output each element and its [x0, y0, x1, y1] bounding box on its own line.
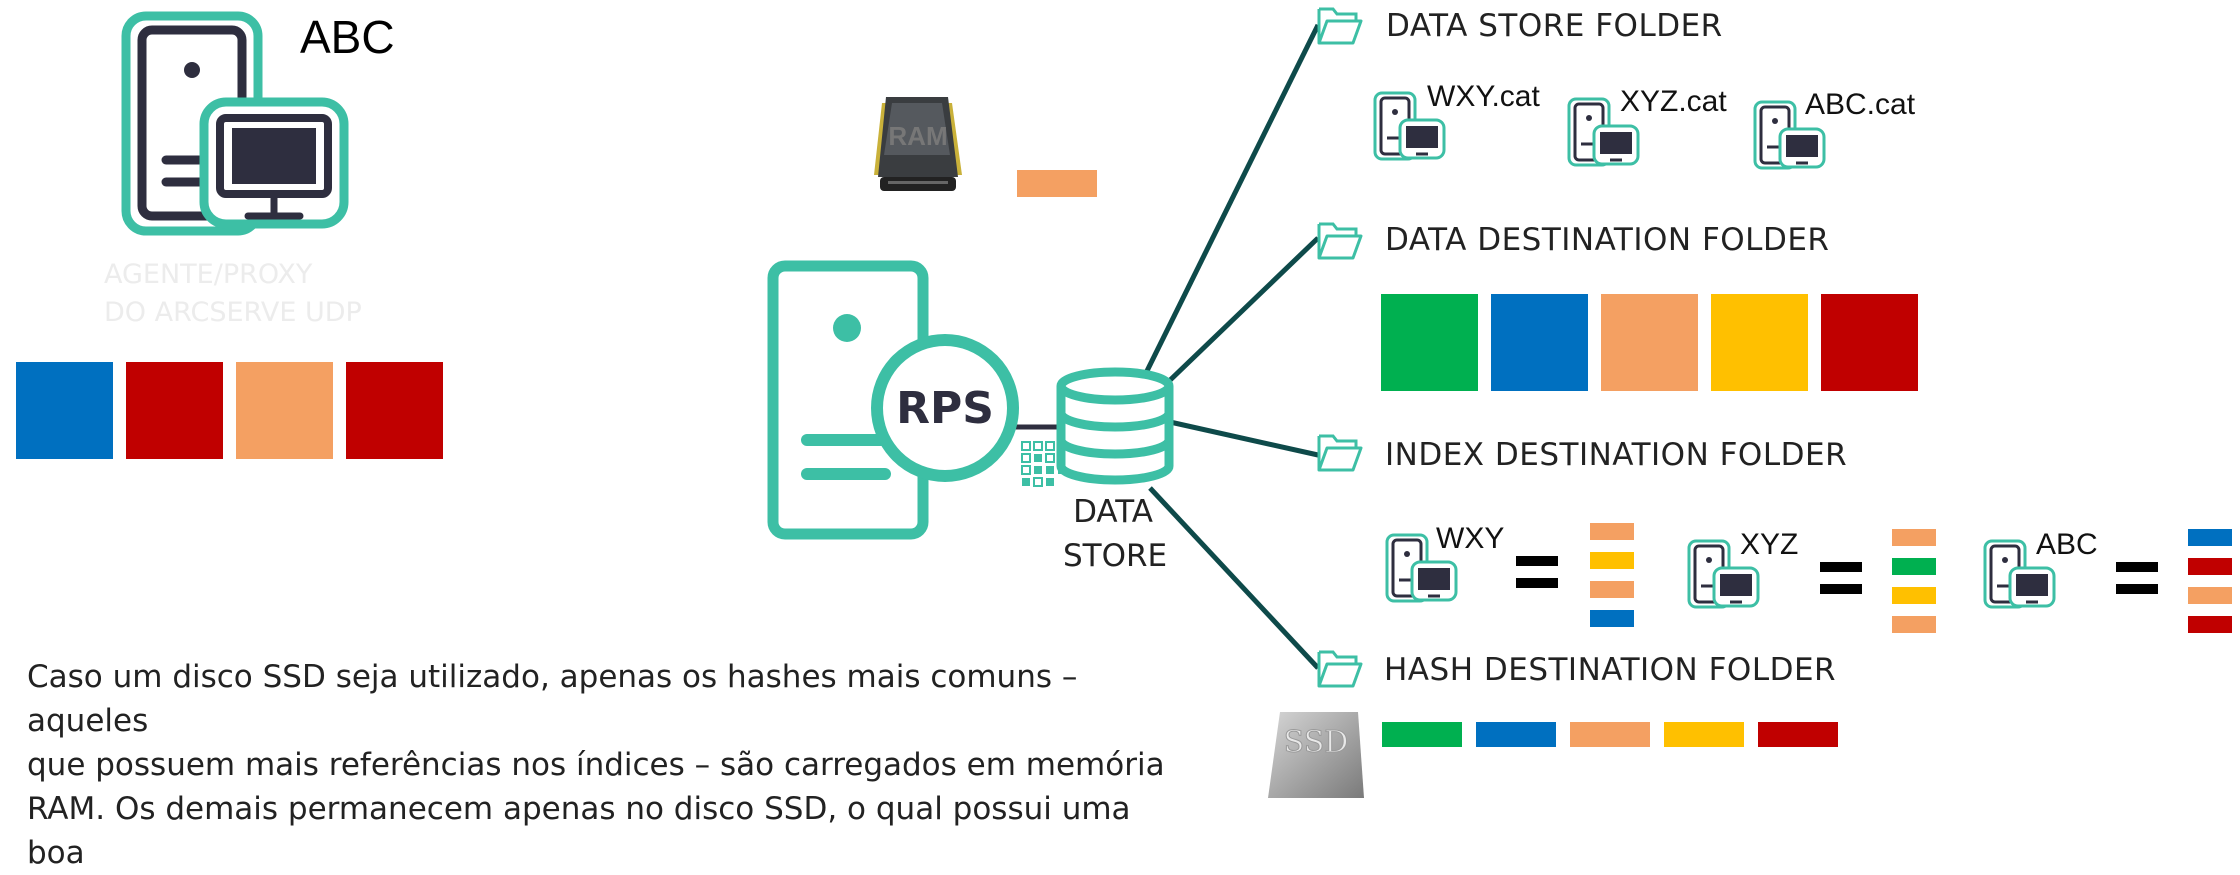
description-line: Caso um disco SSD seja utilizado, apenas… — [27, 659, 1078, 739]
index-hash-block — [1590, 610, 1634, 627]
data-store-database-icon — [1055, 367, 1175, 488]
folder-icon — [1316, 218, 1364, 266]
folder-icon — [1316, 3, 1364, 51]
index-entry-name: WXY — [1436, 522, 1505, 555]
index-hash-block — [1892, 558, 1936, 575]
client-data-block — [236, 362, 333, 459]
line-to-data-store-folder — [1142, 23, 1321, 377]
data-destination-folder-label: DATA DESTINATION FOLDER — [1385, 222, 1830, 258]
hash-destination-block — [1382, 722, 1462, 747]
index-hash-block — [1590, 552, 1634, 569]
client-data-block — [126, 362, 223, 459]
data-destination-block — [1491, 294, 1588, 391]
data-store-label-line2: STORE — [1063, 538, 1168, 574]
index-hash-block — [1590, 581, 1634, 598]
description-line: que possuem mais referências nos índices… — [27, 747, 1165, 783]
client-name: ABC — [300, 11, 395, 63]
index-hash-block — [2188, 587, 2232, 604]
hash-destination-folder-label: HASH DESTINATION FOLDER — [1384, 652, 1837, 688]
client-data-block — [16, 362, 113, 459]
index-hash-block — [1892, 616, 1936, 633]
index-machine-icon — [1982, 538, 2057, 616]
hash-destination-block — [1664, 722, 1744, 747]
hash-destination-block — [1570, 722, 1650, 747]
folder-icon — [1316, 430, 1364, 478]
index-destination-folder-label: INDEX DESTINATION FOLDER — [1385, 437, 1848, 473]
catalog-file-name: ABC.cat — [1805, 88, 1916, 121]
equals-sign — [1820, 562, 1862, 596]
data-store-folder-label: DATA STORE FOLDER — [1386, 8, 1723, 44]
equals-sign — [1516, 556, 1558, 590]
data-store-label: DATA STORE — [1063, 490, 1168, 578]
index-hash-block — [1590, 523, 1634, 540]
data-destination-block — [1711, 294, 1808, 391]
rps-server-icon: RPS — [765, 258, 1025, 543]
data-destination-block — [1821, 294, 1918, 391]
equals-sign — [2116, 562, 2158, 596]
catalog-file-name: WXY.cat — [1427, 80, 1540, 113]
catalog-file-icon — [1372, 90, 1447, 168]
ssd-drive-icon: SSD — [1262, 710, 1367, 798]
ram-chip-icon: RAM — [870, 95, 965, 195]
index-machine-icon — [1686, 538, 1761, 616]
catalog-file-icon — [1752, 99, 1827, 177]
line-to-hash-destination-folder — [1148, 486, 1320, 670]
client-caption-line2: DO ARCSERVE UDP — [104, 297, 362, 328]
rps-label: RPS — [896, 383, 994, 434]
index-entry-name: XYZ — [1740, 528, 1799, 561]
description-line: RAM. Os demais permanecem apenas no disc… — [27, 791, 1131, 871]
data-destination-block — [1601, 294, 1698, 391]
folder-icon — [1316, 646, 1364, 694]
index-entry-name: ABC — [2036, 528, 2098, 561]
client-agent-icon — [120, 10, 360, 240]
client-data-block — [346, 362, 443, 459]
ram-hash-block — [1017, 170, 1097, 197]
description-paragraph: Caso um disco SSD seja utilizado, apenas… — [27, 655, 1177, 875]
index-machine-icon — [1384, 532, 1459, 610]
catalog-file-icon — [1566, 96, 1641, 174]
index-hash-block — [2188, 616, 2232, 633]
hash-destination-block — [1758, 722, 1838, 747]
ssd-label: SSD — [1284, 725, 1349, 760]
ram-label: RAM — [888, 121, 947, 151]
client-caption: AGENTE/PROXY DO ARCSERVE UDP — [104, 256, 362, 332]
connector-lines — [1010, 23, 1321, 670]
data-store-label-line1: DATA — [1073, 494, 1153, 530]
client-caption-line1: AGENTE/PROXY — [104, 259, 313, 290]
data-destination-block — [1381, 294, 1478, 391]
index-hash-block — [2188, 558, 2232, 575]
index-hash-block — [1892, 587, 1936, 604]
index-hash-block — [2188, 529, 2232, 546]
line-to-data-destination-folder — [1163, 236, 1320, 387]
catalog-file-name: XYZ.cat — [1620, 85, 1727, 118]
line-to-index-destination-folder — [1169, 419, 1319, 458]
index-hash-block — [1892, 529, 1936, 546]
hash-destination-block — [1476, 722, 1556, 747]
